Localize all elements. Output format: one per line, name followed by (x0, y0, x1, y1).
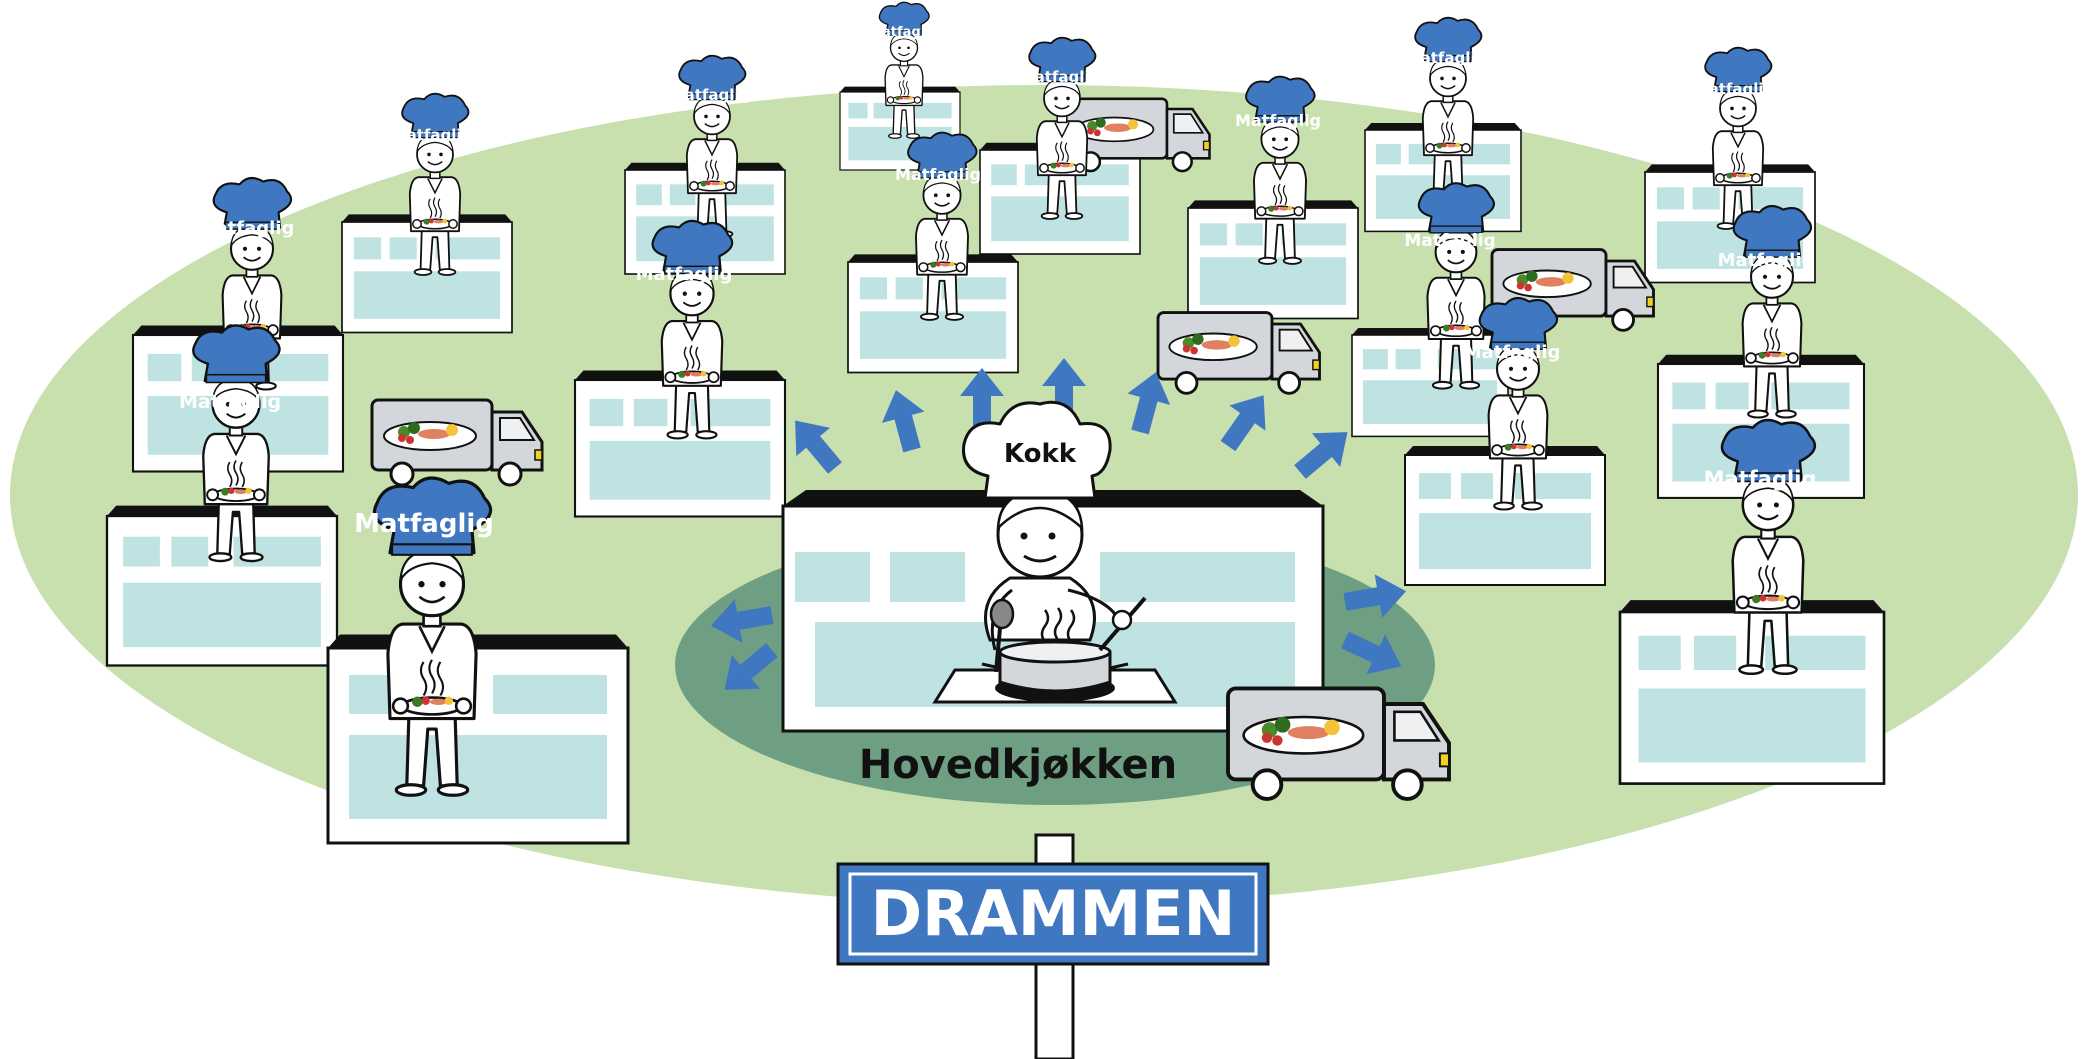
chef-hat-icon (962, 400, 1112, 500)
chef-hat-label: Kokk (1004, 439, 1077, 469)
hat-label-6: Matfaglig (392, 126, 473, 144)
hat-label-9: Matfaglig (198, 218, 295, 239)
hat-label-12: Matfaglig (1404, 231, 1495, 251)
cooking-pot-icon (981, 640, 1129, 702)
hat-label-14: Matfaglig (1464, 342, 1561, 363)
hat-label-10: Matfaglig (636, 264, 733, 285)
hat-label-2: Matfaglig (670, 86, 751, 104)
hat-label-16: Matfaglig (354, 509, 494, 539)
sign-label: DRAMMEN (871, 877, 1236, 950)
steam-icon (1040, 607, 1076, 643)
hat-label-8: Matfaglig (1235, 111, 1321, 130)
signpost-icon: DRAMMEN (836, 833, 1270, 1059)
hat-label-13: Matfaglig (1718, 250, 1815, 271)
hat-label-11: Matfaglig (179, 391, 281, 413)
hat-label-7: Matfaglig (895, 165, 981, 184)
hat-label-5: Matfaglig (1694, 80, 1775, 98)
kitchen-label: Hovedkjøkken (859, 742, 1177, 788)
hat-label-1: Matfaglig (869, 25, 939, 40)
hat-label-3: Matfaglig (1020, 68, 1101, 86)
hat-label-15: Matfaglig (1704, 467, 1817, 491)
station-16 (326, 633, 630, 845)
hat-label-4: Matfaglig (1406, 49, 1487, 67)
head-chef: Kokk (932, 400, 1178, 704)
